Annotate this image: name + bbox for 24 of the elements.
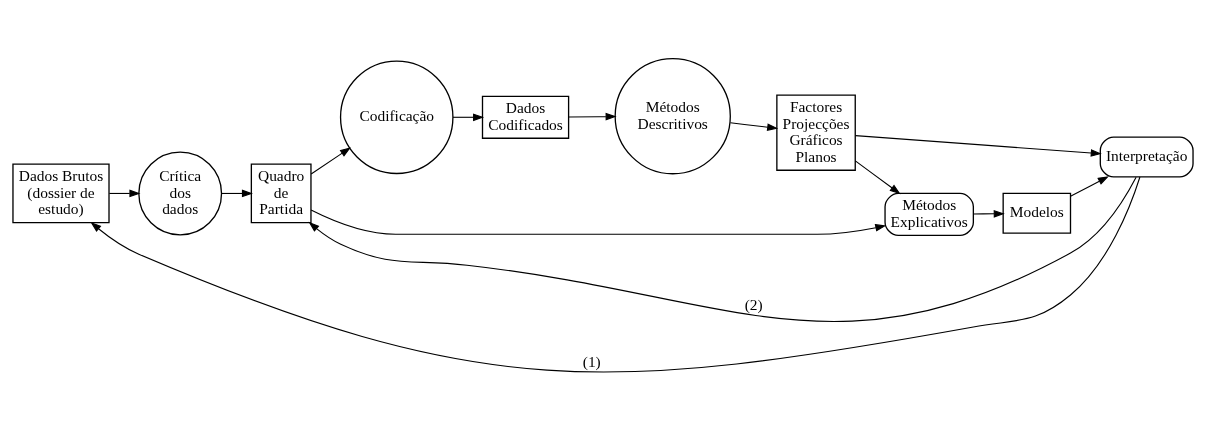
arrow [854, 135, 1102, 157]
node-circle: Crítica dos dados [138, 151, 223, 236]
arrow [854, 160, 901, 195]
arrow [729, 122, 779, 131]
node-box: Modelos [1002, 192, 1072, 234]
arrow [90, 176, 1141, 373]
node-box: Métodos Explicativos [884, 192, 974, 237]
arrow [452, 113, 485, 122]
edge-label: (1) [582, 352, 601, 370]
node-box: Dados Codificados [481, 95, 570, 139]
node-box: Dados Brutos (dossier de estudo) [12, 163, 110, 224]
arrow [221, 189, 253, 198]
arrow [108, 189, 141, 198]
node-box: Interpretação [1099, 136, 1194, 178]
arrow [308, 176, 1137, 322]
arrow [972, 209, 1005, 218]
arrow [568, 112, 617, 121]
node-box: Quadro de Partida [250, 163, 312, 224]
arrow [310, 209, 887, 235]
node-circle: Métodos Descritivos [614, 57, 731, 175]
edge-label: (2) [744, 295, 763, 313]
node-box: Factores Projecções Gráficos Planos [776, 94, 856, 171]
arrow [1069, 176, 1109, 197]
arrow [310, 147, 351, 175]
